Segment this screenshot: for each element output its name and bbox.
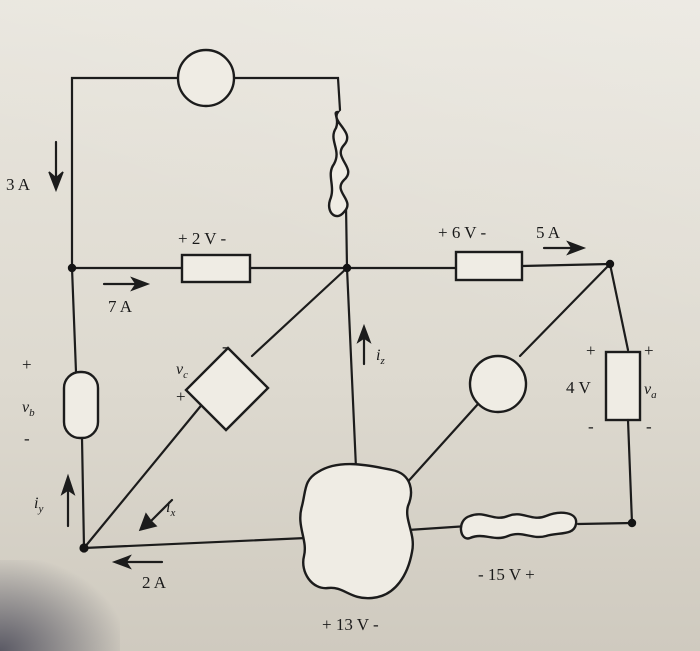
label-vb: vb	[22, 399, 35, 419]
arrow-iy-up-icon	[60, 473, 76, 528]
resistor-2v	[180, 253, 252, 284]
label-4v: 4 V	[566, 378, 591, 397]
4v-plus-sign: +	[586, 341, 596, 360]
label-7a: 7 A	[108, 297, 133, 316]
wire-bottom-mid	[406, 524, 470, 532]
vb-plus-sign: +	[22, 355, 32, 374]
wire-bottom-left	[82, 536, 308, 550]
center-blob-element	[299, 462, 415, 600]
wire-mid-right	[520, 262, 612, 268]
wire-center-vertical	[345, 266, 358, 470]
bottom-wavy-element	[459, 511, 578, 540]
label-ix: ix	[166, 499, 175, 519]
wire-left-top	[70, 76, 180, 270]
arrow-iz-up-icon	[356, 323, 372, 366]
vc-plus-sign: +	[176, 387, 186, 406]
label-iz: iz	[376, 347, 385, 367]
wire-diag-right-upper	[518, 262, 612, 358]
resistor-4v	[604, 350, 642, 422]
top-source-circle	[176, 48, 236, 108]
label-2v: + 2 V -	[178, 229, 227, 248]
arrow-5a-right-icon	[542, 240, 587, 256]
top-wavy-element	[327, 110, 350, 218]
label-6v: + 6 V -	[438, 223, 487, 242]
resistor-vc	[184, 346, 270, 432]
label-va: va	[644, 381, 657, 401]
wire-top-right	[232, 76, 342, 112]
arrow-2a-left-icon	[111, 554, 164, 570]
wire-right-lower	[626, 418, 634, 525]
node-left-mid	[67, 263, 77, 273]
arrow-3a-down-icon	[48, 140, 64, 193]
label-3a: 3 A	[6, 175, 31, 194]
node-bottom-left	[79, 543, 89, 553]
vb-minus-sign: -	[24, 429, 30, 448]
4v-minus-sign: -	[588, 417, 594, 436]
left-element-vb	[62, 370, 100, 440]
wire-diag-lower	[82, 400, 206, 550]
arrow-ix-diag-icon	[138, 498, 174, 532]
wire-diag-right-lower	[402, 402, 480, 488]
label-5a: 5 A	[536, 223, 561, 242]
wire-bottom-right	[576, 521, 634, 526]
node-right-top	[605, 259, 615, 269]
right-source-circle	[468, 354, 528, 414]
label-15v: - 15 V +	[478, 565, 535, 584]
photo-shadow	[0, 560, 120, 651]
wire-wavy-to-node	[344, 203, 349, 270]
node-bottom-right	[627, 518, 637, 528]
resistor-6v	[454, 250, 524, 282]
label-vc: vc	[176, 361, 188, 381]
wire-right-upper	[608, 262, 630, 352]
node-center-top	[342, 263, 352, 273]
label-iy: iy	[34, 495, 43, 515]
label-2a: 2 A	[142, 573, 167, 592]
va-plus-sign: +	[644, 341, 654, 360]
wire-diag-upper	[250, 266, 349, 358]
va-minus-sign: -	[646, 417, 652, 436]
label-13v: + 13 V -	[322, 615, 379, 634]
wire-left-upper	[70, 266, 78, 374]
wire-left-lower	[80, 436, 86, 550]
vc-minus-sign: -	[222, 337, 228, 356]
arrow-7a-right-icon	[102, 276, 151, 292]
